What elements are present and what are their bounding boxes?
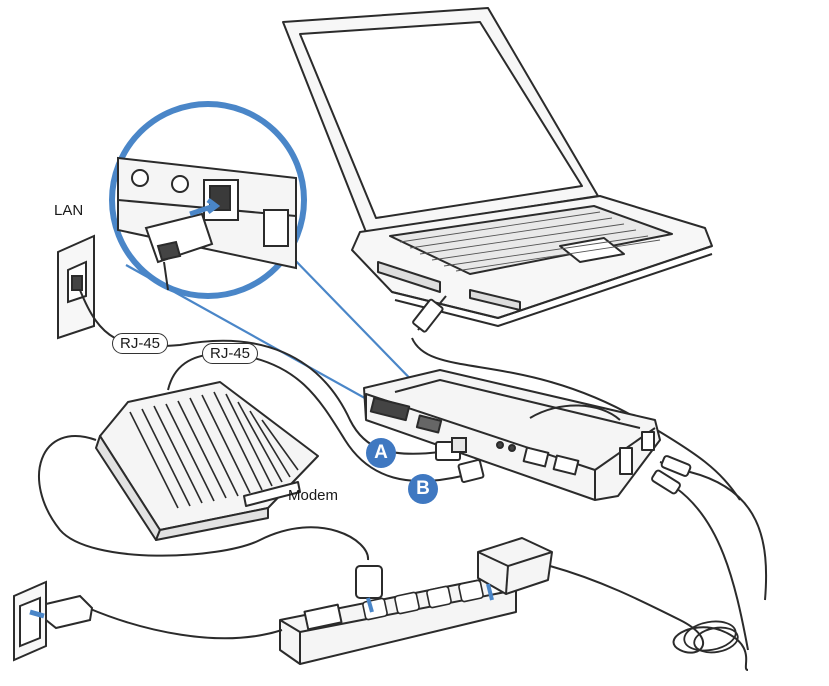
rj45-plug-a-icon — [435, 437, 467, 461]
dock-side-cables-icon — [654, 461, 768, 651]
modem-plug-icon — [355, 565, 383, 599]
adapter-plug-tip-icon — [486, 583, 494, 601]
adapter-cable-icon — [549, 565, 749, 671]
modem-icon — [95, 381, 319, 541]
port-a-badge: A — [366, 438, 396, 468]
docking-station-icon — [363, 369, 661, 501]
lan-wall-jack-icon — [57, 234, 95, 340]
rj45-cable-b-icon — [167, 352, 463, 483]
strip-power-cord-icon — [87, 607, 283, 640]
outlet-plug-tip-icon — [29, 609, 45, 619]
zoom-inset-icon — [109, 101, 307, 299]
rj45-wall-label: RJ-45 — [112, 333, 169, 354]
wall-plug-icon — [45, 594, 94, 630]
laptop-keyboard-icon — [399, 211, 661, 272]
usb-plug-icon — [412, 298, 444, 333]
port-b-badge: B — [408, 474, 438, 504]
rj45-plug-b-icon — [457, 459, 485, 483]
power-adapter-icon — [477, 537, 553, 595]
modem-vents-icon — [129, 391, 299, 509]
dock-side-plugs-icon — [651, 455, 692, 495]
modem-power-cable-icon — [38, 435, 370, 561]
rj45-modem-label: RJ-45 — [202, 343, 259, 364]
power-outlet-icon — [13, 580, 47, 662]
modem-plug-tip-icon — [366, 597, 374, 613]
laptop-icon — [282, 7, 713, 327]
lan-label: LAN — [54, 202, 84, 219]
cable-coil-icon — [683, 620, 739, 654]
modem-label: Modem — [288, 487, 339, 504]
